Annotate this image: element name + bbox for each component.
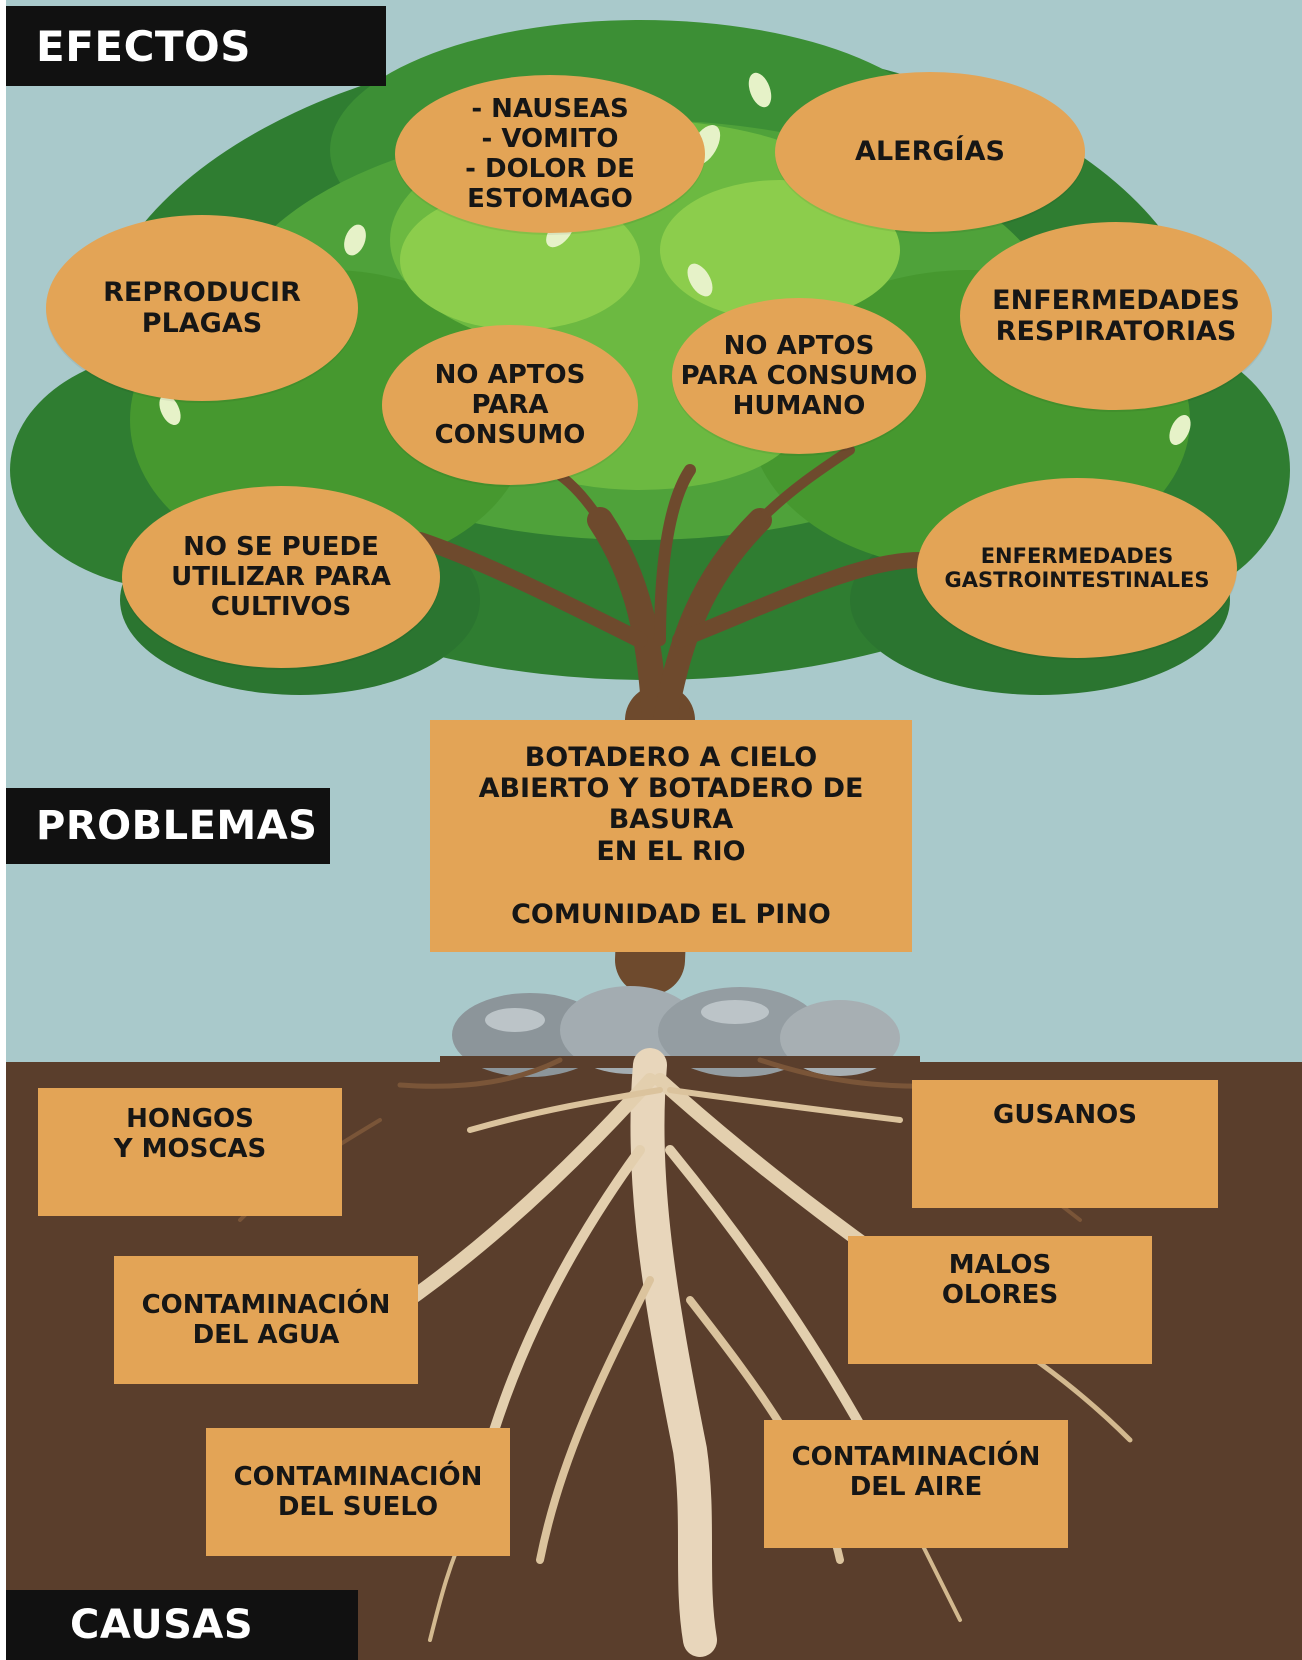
effect-line: - DOLOR DE [465, 154, 635, 184]
problem-line: BASURA [608, 804, 734, 836]
effect-line: ENFERMEDADES [980, 543, 1174, 568]
effect-line: UTILIZAR PARA [171, 561, 391, 592]
problem-line: EN EL RIO [596, 835, 746, 867]
cause-line: CONTAMINACIÓN [233, 1461, 483, 1492]
cause-line: CONTAMINACIÓN [791, 1442, 1041, 1472]
effect-line: ESTOMAGO [467, 184, 633, 215]
effect-no-se-puede-utilizar-cultivos: NO SE PUEDE UTILIZAR PARA CULTIVOS [122, 486, 440, 668]
left-white-margin [0, 0, 6, 1660]
effect-line: - NAUSEAS [471, 93, 629, 124]
cause-line: DEL AIRE [849, 1472, 983, 1503]
effect-line: GASTROINTESTINALES [944, 568, 1210, 592]
effect-line: NO APTOS [434, 359, 586, 390]
cause-gusanos: GUSANOS [912, 1080, 1218, 1208]
cause-contaminacion-suelo: CONTAMINACIÓN DEL SUELO [206, 1428, 510, 1556]
effect-line: NO APTOS [723, 330, 875, 361]
effect-reproducir-plagas: REPRODUCIR PLAGAS [46, 215, 358, 401]
effect-line: NO SE PUEDE [183, 531, 379, 562]
effect-line: PLAGAS [141, 308, 263, 339]
effect-line: RESPIRATORIAS [995, 316, 1237, 347]
cause-line: OLORES [941, 1280, 1059, 1311]
effect-nauseas-vomito: - NAUSEAS - VOMITO - DOLOR DE ESTOMAGO [395, 75, 705, 233]
cause-line: DEL SUELO [277, 1492, 439, 1522]
effect-line: REPRODUCIR [103, 276, 301, 308]
cause-line: CONTAMINACIÓN [141, 1289, 391, 1320]
effect-line: CONSUMO [434, 420, 586, 451]
effect-line: PARA [471, 389, 549, 420]
stones [440, 986, 920, 1077]
effect-enfermedades-respiratorias: ENFERMEDADES RESPIRATORIAS [960, 222, 1272, 410]
effect-line: HUMANO [732, 391, 866, 422]
cause-malos-olores: MALOS OLORES [848, 1236, 1152, 1364]
problem-box: BOTADERO A CIELO ABIERTO Y BOTADERO DE B… [430, 720, 912, 952]
header-efectos: EFECTOS [6, 6, 386, 86]
cause-hongos-moscas: HONGOS Y MOSCAS [38, 1088, 342, 1216]
effect-line: PARA CONSUMO [680, 360, 918, 391]
effect-line: CULTIVOS [210, 592, 352, 623]
effect-alergias: ALERGÍAS [775, 72, 1085, 232]
effect-no-aptos-para-consumo: NO APTOS PARA CONSUMO [382, 325, 638, 485]
cause-line: HONGOS [126, 1104, 254, 1134]
effect-no-aptos-consumo-humano: NO APTOS PARA CONSUMO HUMANO [672, 298, 926, 454]
cause-contaminacion-aire: CONTAMINACIÓN DEL AIRE [764, 1420, 1068, 1548]
cause-contaminacion-agua: CONTAMINACIÓN DEL AGUA [114, 1256, 418, 1384]
problem-community: COMUNIDAD EL PINO [511, 898, 831, 930]
effect-line: ALERGÍAS [855, 136, 1005, 168]
header-problemas: PROBLEMAS [6, 788, 330, 864]
problem-line: BOTADERO A CIELO [524, 741, 818, 773]
cause-line: DEL AGUA [192, 1320, 340, 1350]
effect-line: ENFERMEDADES [992, 284, 1240, 316]
cause-line: GUSANOS [993, 1100, 1137, 1130]
effect-line: - VOMITO [481, 123, 619, 154]
effect-enfermedades-gastrointestinales: ENFERMEDADES GASTROINTESTINALES [917, 478, 1237, 658]
header-causas: CAUSAS [6, 1590, 358, 1660]
cause-line: MALOS [948, 1250, 1052, 1280]
problem-line: ABIERTO Y BOTADERO DE [478, 773, 864, 805]
cause-line: Y MOSCAS [113, 1134, 267, 1165]
